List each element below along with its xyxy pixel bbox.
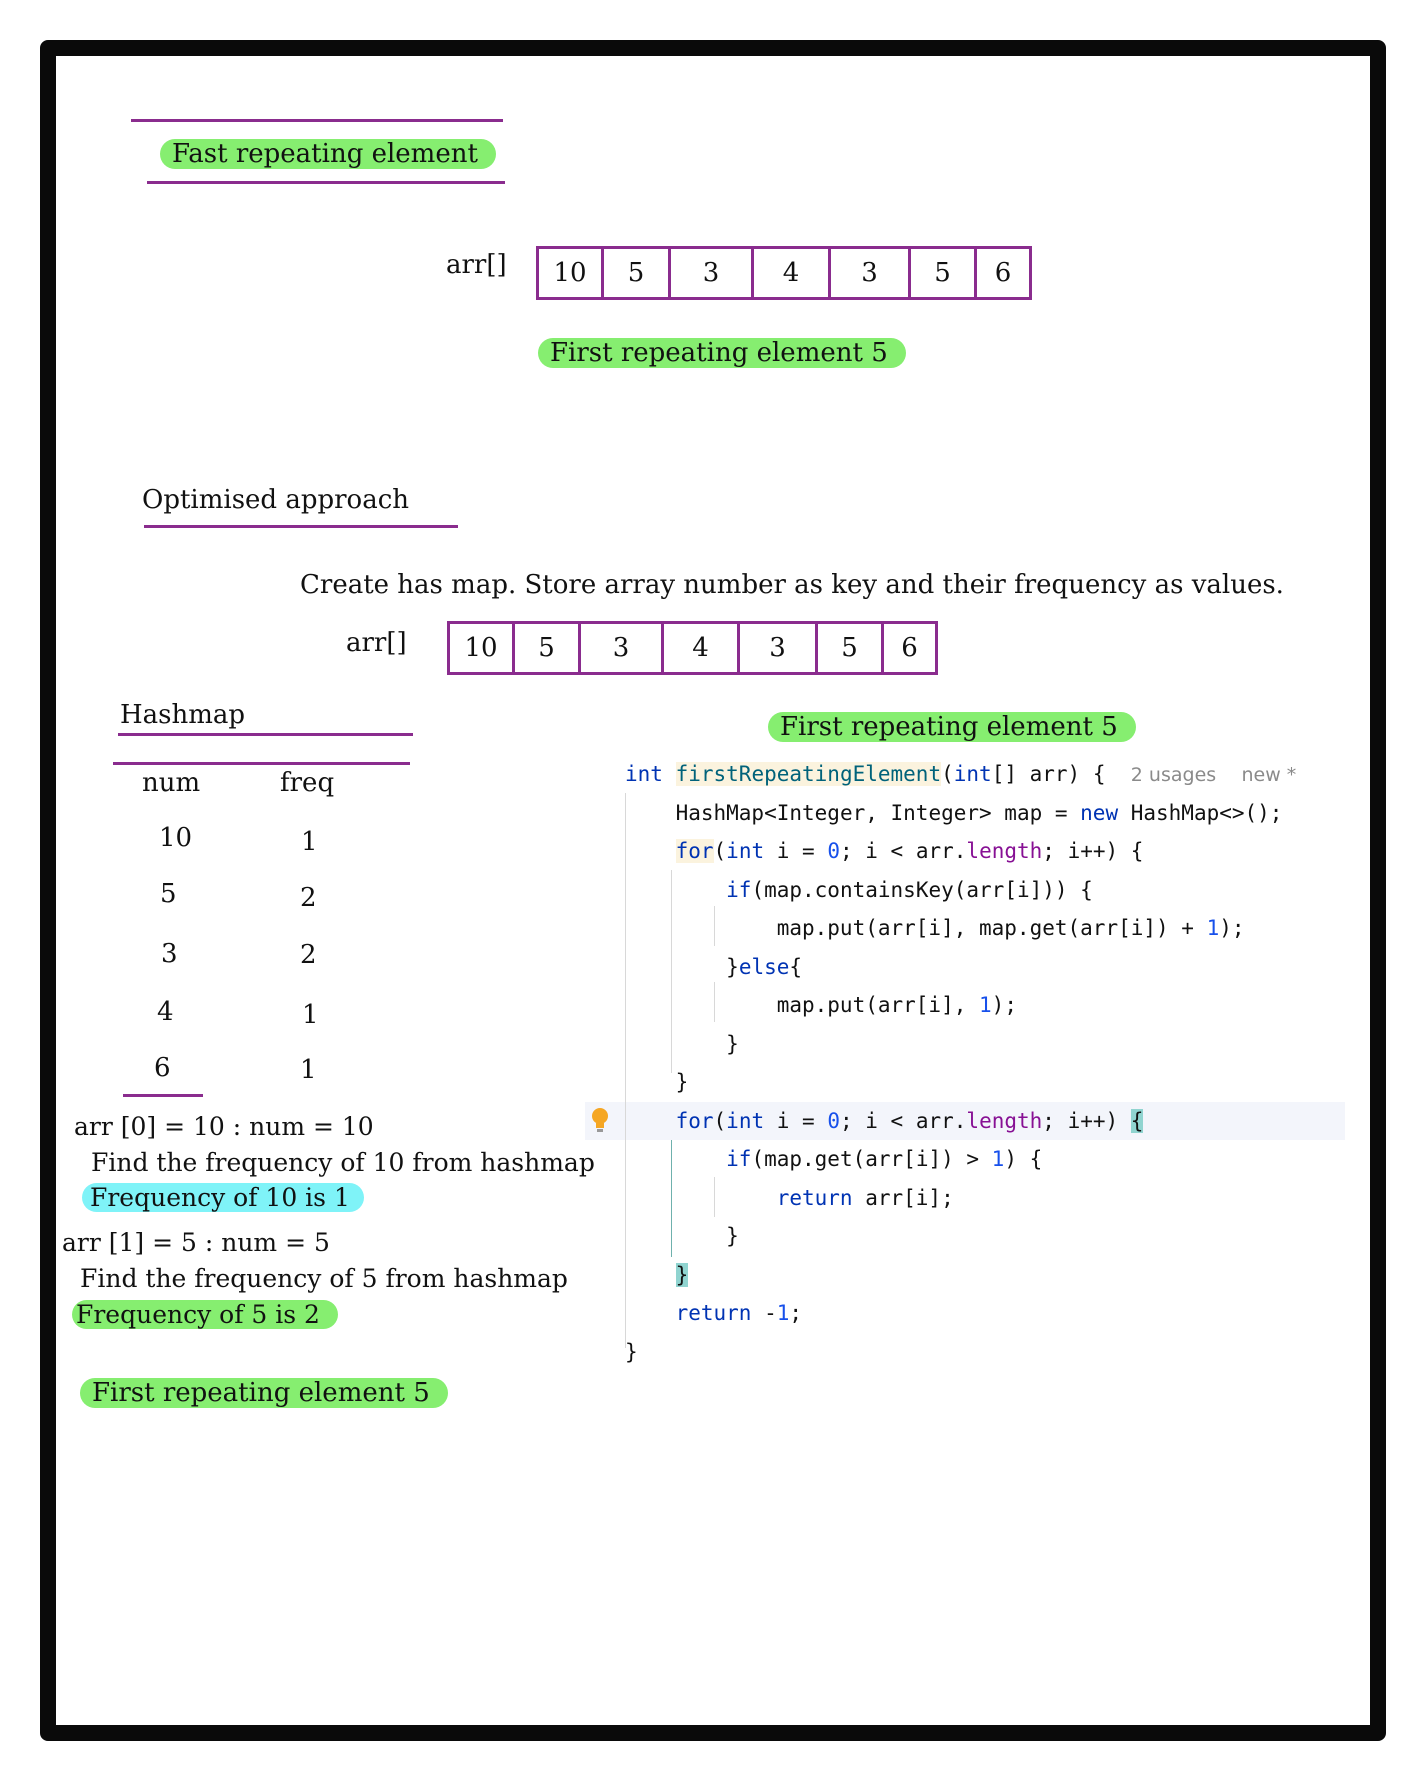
code-line: } (675, 1070, 689, 1094)
code-line: HashMap<Integer, Integer> map = new Hash… (675, 800, 1283, 825)
usages-hint: 2 usages (1130, 764, 1217, 786)
result-label-2: First repeating element 5 (768, 712, 1136, 742)
hashmap-value: 1 (301, 827, 318, 857)
hashmap-header-freq: freq (280, 768, 335, 798)
hashmap-key: 10 (159, 823, 193, 853)
indent-guide (625, 793, 626, 1348)
hashmap-key: 6 (154, 1053, 171, 1083)
step-highlight: Frequency of 5 is 2 (72, 1300, 338, 1329)
hashmap-value: 1 (300, 1055, 317, 1085)
code-line: return arr[i]; (776, 1185, 954, 1210)
code-line: map.put(arr[i], map.get(arr[i]) + 1); (776, 916, 1245, 940)
code-line: for(int i = 0; i < arr.length; i++) { (675, 839, 1144, 863)
code-block: int firstRepeatingElement(int[] arr) { 2… (625, 755, 1296, 1371)
step-highlight: Frequency of 10 is 1 (82, 1183, 364, 1212)
array-cell: 4 (754, 249, 831, 297)
lightbulb-icon[interactable] (590, 1106, 610, 1134)
hashmap-underline (118, 733, 413, 736)
code-line: for(int i = 0; i < arr.length; i++) { (675, 1108, 1144, 1133)
array-cell: 5 (515, 624, 581, 672)
code-line: map.put(arr[i], 1); (776, 993, 1017, 1017)
approach-description: Create has map. Store array number as ke… (300, 570, 1284, 600)
hashmap-value: 2 (300, 940, 317, 970)
step-text: arr [1] = 5 : num = 5 (62, 1228, 330, 1257)
current-line-highlight (585, 1102, 1345, 1140)
step-text: arr [0] = 10 : num = 10 (74, 1112, 374, 1141)
step-text: Find the frequency of 5 from hashmap (80, 1264, 568, 1293)
hashmap-header-num: num (142, 768, 201, 798)
array-cell: 3 (831, 249, 911, 297)
result-label-3: First repeating element 5 (80, 1378, 448, 1408)
top-array: 10 5 3 4 3 5 6 (536, 246, 1032, 300)
array-cell: 6 (994, 258, 1012, 288)
hashmap-key: 4 (157, 997, 174, 1027)
title-underline-top (131, 119, 503, 122)
indent-guide (714, 1177, 715, 1217)
hashmap-bottom-line (123, 1094, 203, 1097)
array-cell: 5 (818, 624, 884, 672)
hashmap-header-line (113, 762, 410, 765)
hashmap-value: 2 (300, 883, 317, 913)
indent-guide (671, 1140, 672, 1257)
array-cell: 6 (901, 633, 918, 663)
section-heading: Optimised approach (142, 485, 410, 515)
array-cell: 3 (671, 249, 754, 297)
array-cell: 5 (911, 249, 977, 297)
page-title: Fast repeating element (160, 139, 496, 169)
author-hint: new * (1241, 764, 1297, 786)
indent-guide (671, 870, 672, 1073)
page-frame (40, 40, 1386, 1741)
code-line: } (625, 1339, 638, 1364)
array-cell: 3 (581, 624, 664, 672)
result-label-1: First repeating element 5 (538, 338, 906, 368)
array-cell: 3 (740, 624, 818, 672)
hashmap-value: 1 (302, 1000, 319, 1030)
code-line: return -1; (675, 1301, 803, 1325)
top-array-label: arr[] (446, 250, 507, 280)
code-line: int firstRepeatingElement(int[] arr) { 2… (625, 762, 1297, 786)
section-underline (144, 525, 458, 528)
title-underline-bottom (147, 181, 505, 184)
hashmap-key: 3 (161, 939, 178, 969)
code-line: } (675, 1262, 689, 1287)
array-cell: 5 (604, 249, 671, 297)
indent-guide (714, 906, 715, 946)
array-cell: 4 (664, 624, 740, 672)
indent-guide (714, 982, 715, 1022)
array-cell: 10 (450, 624, 515, 672)
second-array: 10 5 3 4 3 5 6 (447, 621, 938, 675)
code-line: }else{ (726, 954, 803, 979)
code-line: } (726, 1031, 739, 1056)
array-cell: 10 (539, 249, 604, 297)
step-text: Find the frequency of 10 from hashmap (91, 1148, 595, 1177)
hashmap-title: Hashmap (120, 700, 246, 730)
hashmap-key: 5 (160, 879, 177, 909)
code-line: if(map.get(arr[i]) > 1) { (726, 1147, 1043, 1171)
code-line: } (726, 1224, 739, 1248)
code-line: if(map.containsKey(arr[i])) { (726, 877, 1093, 902)
second-array-label: arr[] (346, 628, 407, 658)
